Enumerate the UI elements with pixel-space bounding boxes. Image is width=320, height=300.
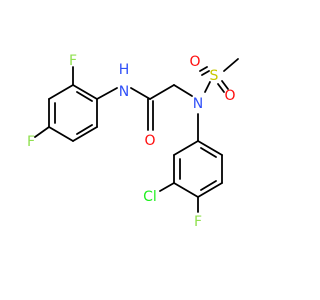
bond — [197, 182, 223, 198]
bond-s-o-left-2 — [201, 70, 210, 76]
atom-s: S — [210, 68, 219, 84]
atom-cl: Cl — [143, 189, 157, 205]
bond-s-o-left-1 — [199, 66, 208, 72]
bond-c-f-para — [34, 126, 50, 138]
bond — [48, 126, 74, 142]
bond — [200, 147, 217, 158]
bond-ch2-n — [173, 84, 193, 97]
bond-c-nh — [96, 87, 118, 100]
bond — [200, 180, 217, 191]
bond — [76, 124, 93, 135]
atom-nh-n: N — [119, 84, 129, 100]
bond-c-ch2 — [149, 84, 175, 100]
atom-f-para: F — [27, 134, 35, 150]
bond — [48, 84, 74, 100]
atom-o-sulfonyl-left: O — [189, 54, 200, 70]
atom-n-sulfonamide: N — [193, 96, 203, 112]
bond — [76, 91, 93, 102]
ring-difluorophenyl — [48, 84, 98, 142]
ring-chlorofluorophenyl — [173, 140, 223, 198]
atom-nh-h: H — [119, 62, 130, 78]
bond-n-s — [204, 81, 211, 93]
bond-nh-c — [130, 87, 151, 100]
bond — [197, 140, 223, 156]
bond-s-o-right-1 — [217, 83, 225, 93]
bond-c-cl — [159, 182, 175, 192]
bond — [72, 84, 98, 100]
atom-f-ortho: F — [69, 53, 77, 69]
bond — [173, 182, 199, 198]
bond — [173, 140, 199, 156]
bond-s-o-right-2 — [221, 80, 229, 90]
molecule-structure: F F N H O N S O O Cl F — [27, 53, 239, 230]
atom-f-lower: F — [194, 214, 202, 230]
atom-o-sulfonyl-right: O — [224, 88, 235, 104]
bond — [72, 126, 98, 142]
bond-s-ch3 — [223, 58, 239, 72]
atom-o-carbonyl: O — [144, 133, 155, 149]
